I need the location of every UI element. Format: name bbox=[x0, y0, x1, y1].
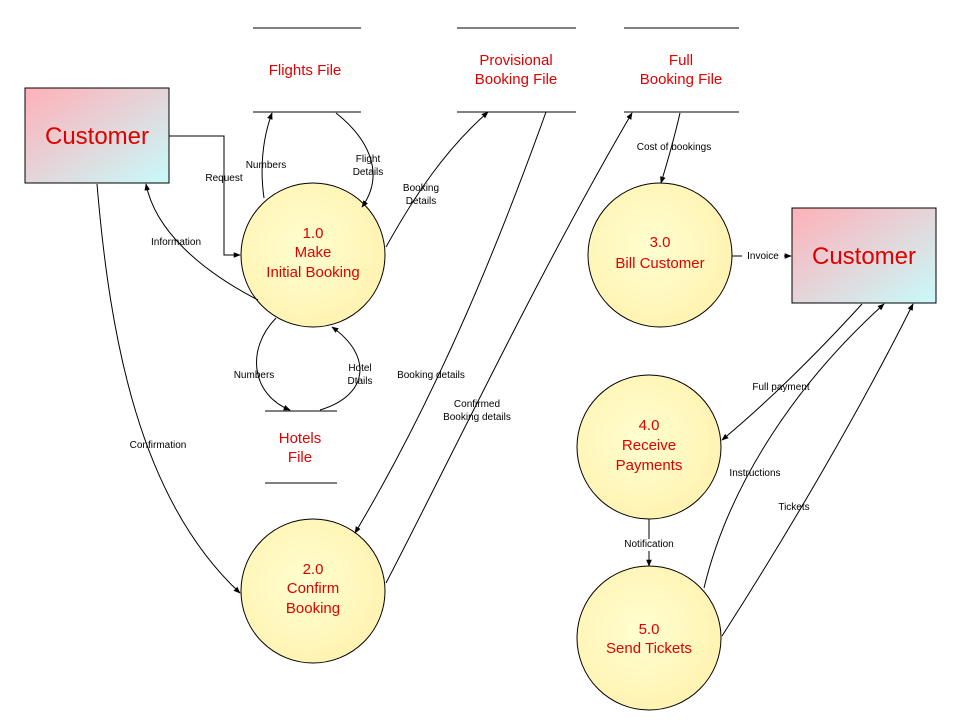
flow-tickets-arrow bbox=[721, 303, 914, 637]
flow-flight-details-label-2: Details bbox=[353, 167, 384, 178]
flow-numbers-bottom-arrow bbox=[256, 317, 291, 411]
process-1-make-initial-booking: 1.0 Make Initial Booking bbox=[240, 182, 386, 328]
entity-customer-right: Customer bbox=[791, 207, 937, 304]
process-2-number: 2.0 bbox=[303, 561, 324, 578]
entity-customer-left: Customer bbox=[24, 87, 170, 184]
flow-booking-details-top-arrow bbox=[385, 111, 489, 248]
flow-numbers-top-arrow bbox=[261, 112, 273, 199]
flow-full-payment-label: Full payment bbox=[752, 382, 809, 393]
flow-cost-of-bookings-label: Cost of bookings bbox=[637, 142, 712, 153]
process-2-line-1: Confirm bbox=[287, 580, 340, 597]
store-full-booking-file: Full Booking File bbox=[624, 27, 739, 113]
store-provisional-booking-file: Provisional Booking File bbox=[457, 27, 576, 113]
flow-hotel-details-label-1: Hotel bbox=[348, 363, 371, 374]
flow-flight-details-label-1: Flight bbox=[356, 154, 381, 165]
flow-confirmed-label-1: Confirmed bbox=[454, 399, 500, 410]
flow-request-label: Request bbox=[205, 173, 242, 184]
flow-confirmed-label-2: Booking details bbox=[443, 412, 511, 423]
flow-booking-details-mid-arrow bbox=[354, 111, 547, 534]
process-4-number: 4.0 bbox=[639, 417, 660, 434]
entity-customer-right-label: Customer bbox=[812, 243, 916, 270]
flow-notification-label: Notification bbox=[624, 539, 673, 550]
store-provisional-label-1: Provisional bbox=[479, 52, 552, 69]
process-4-line-1: Receive bbox=[622, 437, 676, 454]
store-flights-label: Flights File bbox=[269, 62, 342, 79]
flow-confirmed-booking-details-arrow bbox=[385, 112, 633, 584]
store-full-label-2: Booking File bbox=[640, 71, 723, 88]
flow-request-arrow bbox=[169, 135, 241, 258]
flow-hotel-details-label-2: Dtails bbox=[347, 376, 372, 387]
store-hotels-label-1: Hotels bbox=[279, 430, 322, 447]
process-3-line-1: Bill Customer bbox=[615, 255, 704, 272]
store-hotels-file: Hotels File bbox=[265, 410, 337, 484]
flow-cost-of-bookings-arrow bbox=[660, 112, 681, 184]
flow-flight-details-arrow bbox=[335, 112, 374, 208]
flow-instructions-arrow bbox=[703, 303, 885, 589]
flow-booking-details-top-label-1: Booking bbox=[403, 183, 439, 194]
store-full-label-1: Full bbox=[669, 52, 693, 69]
flow-confirmation-label: Confirmation bbox=[130, 440, 187, 451]
flow-information-label: Information bbox=[151, 237, 201, 248]
flow-instructions-label: Instructions bbox=[729, 468, 780, 479]
store-hotels-label-2: File bbox=[288, 449, 312, 466]
flow-numbers-top-label: Numbers bbox=[246, 160, 287, 171]
process-5-line-1: Send Tickets bbox=[606, 640, 692, 657]
process-3-bill-customer: 3.0 Bill Customer bbox=[587, 182, 733, 328]
process-5-number: 5.0 bbox=[639, 621, 660, 638]
process-4-receive-payments: 4.0 Receive Payments bbox=[576, 374, 722, 520]
process-2-confirm-booking: 2.0 Confirm Booking bbox=[240, 518, 386, 664]
flow-confirmation-arrow bbox=[96, 183, 241, 594]
flow-hotel-details-arrow bbox=[319, 326, 361, 411]
process-5-send-tickets: 5.0 Send Tickets bbox=[576, 565, 722, 711]
process-4-line-2: Payments bbox=[616, 457, 683, 474]
store-provisional-label-2: Booking File bbox=[475, 71, 558, 88]
process-1-line-1: Make bbox=[295, 244, 332, 261]
flow-invoice-label: Invoice bbox=[747, 251, 779, 262]
flow-booking-details-mid-label: Booking details bbox=[397, 370, 465, 381]
process-1-number: 1.0 bbox=[303, 225, 324, 242]
entity-customer-left-label: Customer bbox=[45, 123, 149, 150]
process-1-line-2: Initial Booking bbox=[266, 264, 359, 281]
store-flights-file: Flights File bbox=[253, 27, 361, 113]
flow-information-arrow bbox=[144, 183, 259, 301]
process-2-line-2: Booking bbox=[286, 600, 340, 617]
process-3-number: 3.0 bbox=[650, 234, 671, 251]
flow-full-payment-arrow bbox=[721, 303, 863, 441]
flow-numbers-bottom-label: Numbers bbox=[234, 370, 275, 381]
flow-booking-details-top-label-2: Details bbox=[406, 196, 437, 207]
flow-tickets-label: Tickets bbox=[778, 502, 809, 513]
